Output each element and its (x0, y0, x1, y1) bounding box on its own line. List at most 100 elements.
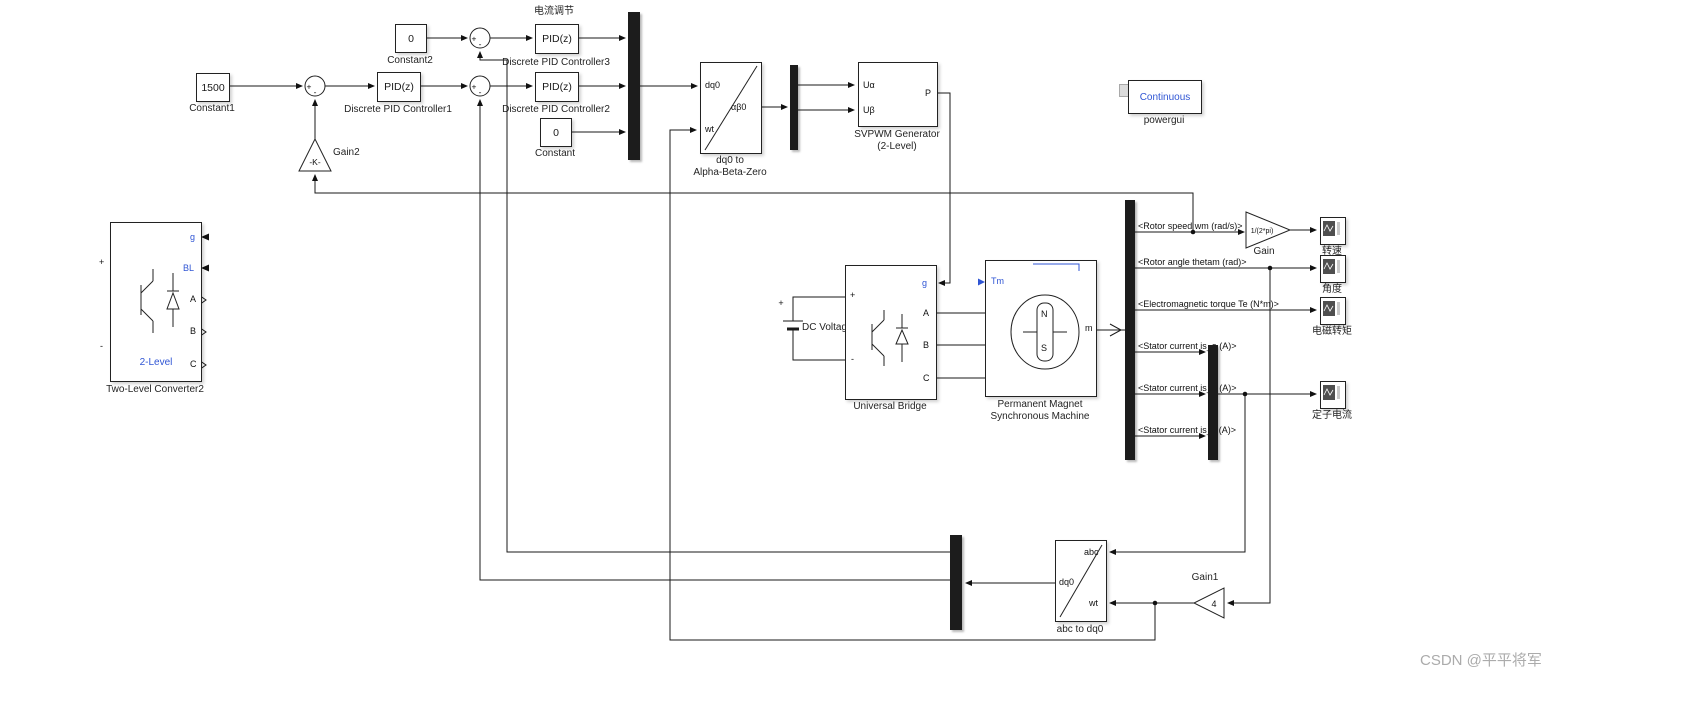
pmsm-tm-port: Tm (991, 276, 1004, 286)
junction-speed (1190, 229, 1196, 235)
pmsm-m-port: m (1085, 323, 1093, 333)
abc-to-dq0-block[interactable]: abc dq0 wt (1055, 540, 1107, 622)
converter-bl-port-arrow (201, 264, 209, 272)
wire-fb-q[interactable] (477, 99, 950, 581)
wire-abc-branch[interactable] (1109, 394, 1246, 555)
bridge-plus-port: + (850, 290, 856, 300)
gain-label: Gain (1253, 246, 1275, 257)
svpwm-label-line2: (2-Level) (877, 140, 917, 152)
wire-fb-d[interactable] (477, 51, 950, 553)
svpwm-p-port: P (925, 88, 932, 98)
signal-label-torque: <Electromagnetic torque Te (N*m)> (1138, 299, 1279, 309)
pmsm-magnet-s: S (1041, 343, 1048, 353)
scope-speed-label: 转速 (1322, 246, 1342, 257)
scope-screen (1323, 385, 1340, 400)
abc-in-port: abc (1084, 547, 1099, 557)
constant-value: 0 (553, 126, 559, 139)
wire-dc-minus[interactable] (792, 329, 845, 361)
scope-current[interactable] (1320, 381, 1346, 409)
two-level-converter2-label: Two-Level Converter2 (106, 384, 204, 395)
gain1-block[interactable] (1192, 587, 1225, 619)
junction-currents (1242, 391, 1248, 397)
dq0-to-alphabeta-label: dq0 to Alpha-Beta-Zero (688, 155, 772, 179)
constant-block[interactable]: 0 (540, 118, 572, 147)
constant1-block[interactable]: 1500 (196, 73, 230, 102)
wire-speed-fb[interactable] (312, 174, 1194, 232)
pid1-text: PID(z) (384, 81, 414, 93)
pid2-text: PID(z) (542, 81, 572, 93)
universal-bridge-block[interactable]: g + - A B C (845, 265, 937, 400)
wire-angle-branch[interactable] (1227, 268, 1271, 606)
dq0-label-line2: Alpha-Beta-Zero (693, 166, 767, 178)
scope-angle[interactable] (1320, 255, 1346, 283)
mux-stator-currents[interactable] (1208, 345, 1218, 460)
signal-label-rotor-speed: <Rotor speed wm (rad/s)> (1138, 221, 1243, 231)
sum-d-current[interactable] (469, 27, 491, 49)
mux-current-refs[interactable] (628, 12, 640, 160)
dq0-diagonal (704, 65, 758, 151)
dc-source-plus-sign: + (778, 298, 783, 308)
signal-label-isb: <Stator current is_b (A)> (1138, 383, 1237, 393)
sum-speed[interactable] (304, 75, 326, 97)
abc-dq0-diagonal (1059, 544, 1103, 618)
wire-wt-long[interactable] (669, 127, 1156, 641)
gain-block[interactable] (1245, 211, 1292, 249)
converter-plus-port: + (99, 257, 105, 267)
dq0-out-port: dq0 (1059, 577, 1075, 587)
gain2-block[interactable] (298, 137, 332, 172)
gain1-text: 4 (1211, 599, 1216, 609)
current-loop-annotation: 电流调节 (534, 6, 574, 17)
converter-b-port-chevron (200, 328, 207, 336)
pid3-text: PID(z) (542, 33, 572, 45)
discrete-pid3-label: Discrete PID Controller3 (502, 57, 610, 68)
two-level-converter2-block[interactable]: g BL A B C 2-Level (110, 222, 202, 382)
sum-q-plus: + (472, 82, 477, 92)
abc-wt-in-port: wt (1089, 598, 1098, 608)
constant1-value: 1500 (201, 81, 225, 94)
dq0-to-alphabeta-block[interactable]: dq0 αβ0 wt (700, 62, 762, 154)
signal-label-isa: <Stator current is_a (A)> (1138, 341, 1237, 351)
gain-text: 1/(2*pi) (1251, 228, 1274, 235)
bus-arrow (1109, 323, 1123, 337)
wire-dc-plus[interactable] (792, 296, 845, 321)
sum-speed-plus: + (307, 82, 312, 92)
sum-speed-minus: - (314, 87, 317, 97)
bridge-b-port: B (923, 340, 930, 350)
discrete-pid2-block[interactable]: PID(z) (535, 72, 579, 102)
powergui-label: powergui (1143, 115, 1185, 126)
scope-screen (1323, 301, 1340, 316)
converter-b-port: B (190, 326, 197, 336)
pmsm-rotor-glyph (1010, 263, 1080, 370)
demux-alphabeta[interactable] (790, 65, 798, 150)
pmsm-block[interactable]: Tm m N S (985, 260, 1097, 397)
converter-minus-port: - (100, 341, 103, 351)
gain2-text: -K- (309, 157, 321, 167)
powergui-block[interactable]: Continuous (1128, 80, 1202, 114)
bridge-minus-port: - (851, 354, 854, 364)
bus-selector[interactable] (1125, 200, 1135, 460)
pmsm-magnet-n: N (1041, 309, 1048, 319)
pmsm-label: Permanent Magnet Synchronous Machine (975, 399, 1105, 423)
svpwm-ualpha-port: Uα (863, 80, 875, 90)
sum-q-minus: - (479, 87, 482, 97)
pmsm-tm-port-arrow (978, 278, 985, 286)
converter-a-port: A (190, 294, 197, 304)
scope-speed[interactable] (1320, 217, 1346, 245)
sum-q-current[interactable] (469, 75, 491, 97)
wt-in-port: wt (705, 124, 714, 134)
discrete-pid3-block[interactable]: PID(z) (535, 24, 579, 54)
discrete-pid1-block[interactable]: PID(z) (377, 72, 421, 102)
converter-c-port-chevron (200, 361, 207, 369)
constant2-value: 0 (408, 32, 414, 45)
scope-angle-label: 角度 (1322, 284, 1342, 295)
signal-label-rotor-angle: <Rotor angle thetam (rad)> (1138, 257, 1247, 267)
constant2-label: Constant2 (387, 55, 433, 66)
converter-c-port: C (190, 359, 197, 369)
pmsm-label-line2: Synchronous Machine (990, 410, 1090, 422)
demux-dq-feedback[interactable] (950, 535, 962, 630)
wire-pulses-gate[interactable] (936, 92, 951, 286)
scope-torque[interactable] (1320, 297, 1346, 325)
dq0-in-port: dq0 (705, 80, 721, 90)
constant2-block[interactable]: 0 (395, 24, 427, 53)
svpwm-generator-block[interactable]: Uα Uβ P (858, 62, 938, 127)
